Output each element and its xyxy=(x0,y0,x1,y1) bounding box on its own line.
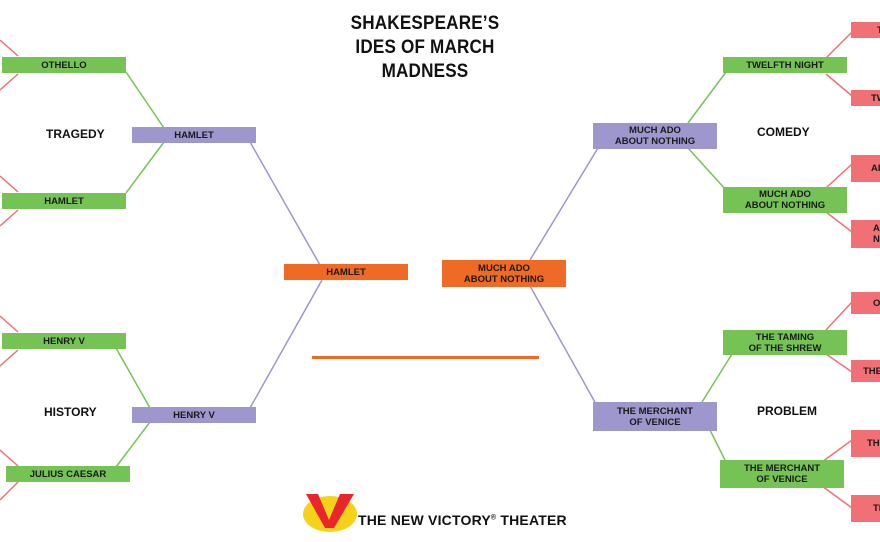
right-round1-slot-3: AI xyxy=(851,155,880,182)
right-first-round-lines xyxy=(821,31,853,509)
right-round2-slot-2: MUCH ADO ABOUT NOTHING xyxy=(723,187,847,213)
right-round2-slot-1: TWELFTH NIGHT xyxy=(723,57,847,73)
connector-line xyxy=(529,285,597,405)
brand-name: THE NEW VICTORY® THEATER xyxy=(358,512,567,528)
left-first-round-lines xyxy=(0,39,19,501)
left-semifinal-slot-2: HENRY V xyxy=(132,407,256,423)
right-semifinal-lines xyxy=(529,147,599,405)
category-label-tragedy: TRAGEDY xyxy=(46,127,105,141)
right-round2-slot-3: THE TAMING OF THE SHREW xyxy=(723,330,847,355)
left-finalist: HAMLET xyxy=(284,264,408,280)
right-round1-slot-7: TH xyxy=(851,430,880,457)
connector-line xyxy=(709,429,727,463)
right-second-round-lines xyxy=(687,71,733,463)
connector-line xyxy=(825,301,853,331)
page-title: SHAKESPEARE’S IDES OF MARCH MADNESS xyxy=(350,13,500,82)
connector-line xyxy=(825,73,853,97)
right-finalist: MUCH ADO ABOUT NOTHING xyxy=(442,260,566,287)
left-round2-slot-3: HENRY V xyxy=(2,333,126,349)
connector-line xyxy=(687,147,727,191)
connector-line xyxy=(0,73,19,91)
connector-line xyxy=(687,71,727,124)
connector-line xyxy=(0,39,19,57)
connector-line xyxy=(0,349,19,367)
left-round2-slot-4: JULIUS CAESAR xyxy=(6,466,130,482)
connector-line xyxy=(821,439,853,463)
category-label-history: HISTORY xyxy=(44,405,97,419)
connector-line xyxy=(825,163,853,189)
connector-line xyxy=(0,315,19,333)
connector-line xyxy=(125,71,165,129)
right-round1-slot-8: TH xyxy=(851,495,880,522)
connector-line xyxy=(115,421,151,468)
category-label-comedy: COMEDY xyxy=(757,125,810,139)
right-round1-slot-1: T xyxy=(851,22,880,38)
connector-line xyxy=(825,31,853,59)
brand-trademark: ® xyxy=(490,514,497,522)
left-round2-slot-2: HAMLET xyxy=(2,193,126,209)
connector-line xyxy=(115,347,151,409)
brand-name-text: THE NEW VICTORY xyxy=(358,512,491,528)
new-victory-logo-icon xyxy=(303,494,357,532)
connector-line xyxy=(529,147,599,261)
right-semifinal-slot-2: THE MERCHANT OF VENICE xyxy=(593,402,717,431)
connector-line xyxy=(825,211,853,233)
connector-line xyxy=(0,481,19,501)
right-round1-slot-2: TW xyxy=(851,90,880,106)
right-round1-slot-6: THE xyxy=(851,360,880,382)
connector-line xyxy=(0,209,19,227)
connector-line xyxy=(821,485,853,509)
connector-line xyxy=(701,353,733,403)
connector-line xyxy=(249,141,321,266)
right-round2-slot-4: THE MERCHANT OF VENICE xyxy=(720,460,844,488)
left-semifinal-slot-1: HAMLET xyxy=(132,127,256,143)
left-round2-slot-1: OTHELLO xyxy=(2,57,126,73)
right-semifinal-slot-1: MUCH ADO ABOUT NOTHING xyxy=(593,123,717,149)
connector-line xyxy=(249,279,323,409)
right-round1-slot-5: O xyxy=(851,292,880,314)
right-round1-slot-4: A N xyxy=(851,220,880,248)
connector-line xyxy=(0,175,19,193)
left-second-round-lines xyxy=(115,71,165,468)
connector-line xyxy=(0,449,19,467)
connector-line xyxy=(125,141,165,194)
champion-line xyxy=(312,356,539,359)
brand-suffix: THEATER xyxy=(496,512,567,528)
left-semifinal-lines xyxy=(249,141,323,409)
connector-line xyxy=(825,353,853,373)
category-label-problem: PROBLEM xyxy=(757,404,817,418)
